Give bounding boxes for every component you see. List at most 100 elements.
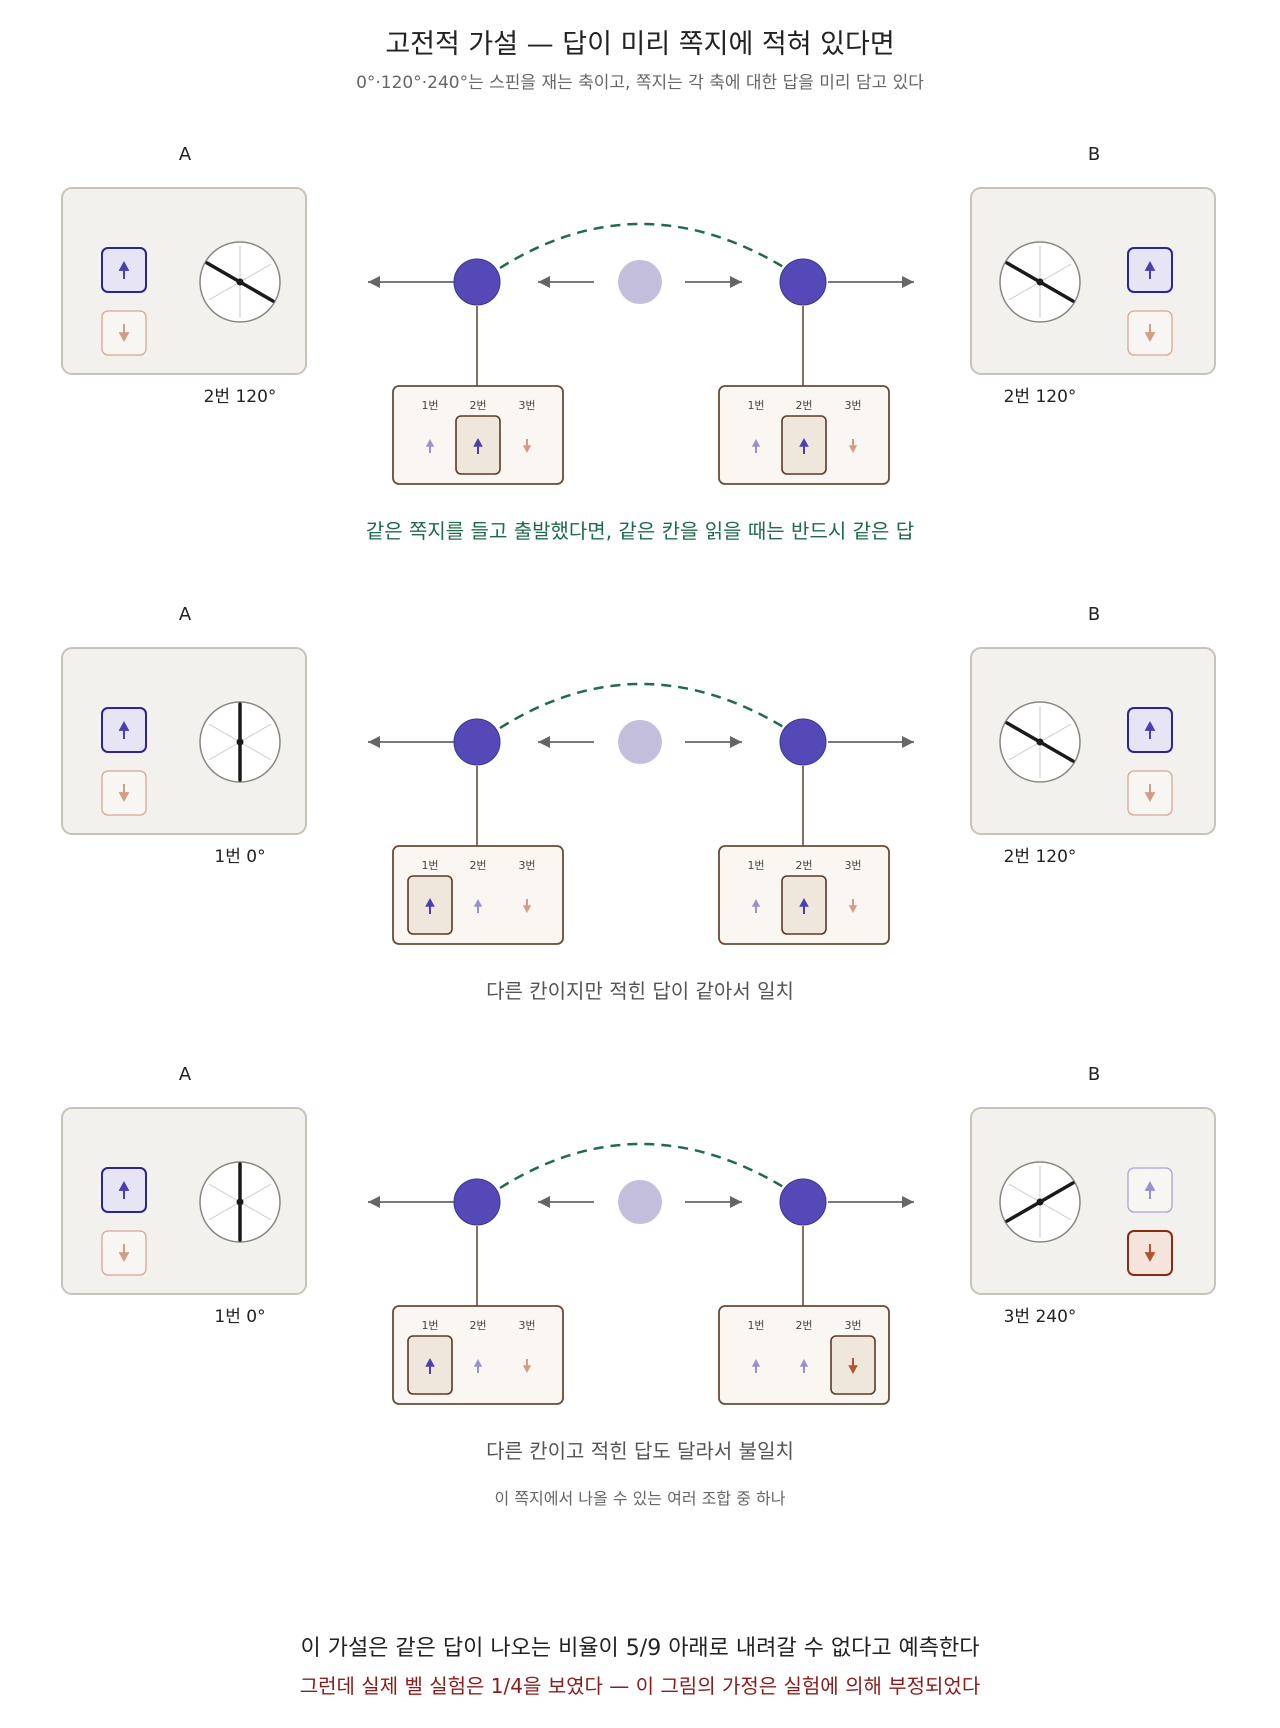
note-b-col-3: 3번: [844, 1319, 861, 1332]
station-a-setting: 1번 0°: [214, 1307, 265, 1327]
station-b-result-down-arrow: [1144, 784, 1156, 802]
station-a-label: A: [179, 604, 192, 625]
note-b-col-1: 1번: [747, 1319, 764, 1332]
note-a-answer-3: [522, 1359, 532, 1373]
note-b-answer-1: [751, 899, 761, 913]
note-b-col-3: 3번: [844, 859, 861, 872]
station-b-result-up-arrow-head: [1144, 721, 1156, 731]
station-a-result-down-arrow: [118, 324, 130, 342]
panel2-caption: 다른 칸이지만 적힌 답이 같아서 일치: [486, 979, 794, 1003]
note-b-answer-1-head: [751, 899, 761, 907]
note-a-answer-2-head: [473, 899, 483, 907]
source-particle: [618, 720, 662, 764]
note-a-answer-3-head: [522, 445, 532, 453]
station-a-dial-pivot: [236, 278, 244, 286]
note-b-answer-3: [848, 1358, 858, 1374]
station-b-result-down-arrow-head: [1144, 792, 1156, 802]
note-a-answer-2: [473, 1359, 483, 1373]
emit-arrow-outer-left-head: [368, 1196, 380, 1208]
emit-arrow-outer-right-head: [902, 736, 914, 748]
note-b-answer-1: [751, 439, 761, 453]
page-subtitle: 0°·120°·240°는 스핀을 재는 축이고, 쪽지는 각 축에 대한 답을…: [356, 73, 924, 93]
note-a-answer-3-head: [522, 905, 532, 913]
note-a-col-3: 3번: [518, 399, 535, 412]
note-b-answer-1: [751, 1359, 761, 1373]
note-b-answer-3-head: [848, 1365, 858, 1374]
emit-arrow-outer-left-head: [368, 276, 380, 288]
note-b-answer-3: [848, 899, 858, 913]
station-a-result-up-arrow: [118, 1181, 130, 1199]
station-a-result-down-arrow-head: [118, 1252, 130, 1262]
note-a-answer-1: [425, 898, 435, 914]
panel1-caption: 같은 쪽지를 들고 출발했다면, 같은 칸을 읽을 때는 반드시 같은 답: [366, 519, 914, 543]
note-a-answer-1: [425, 1358, 435, 1374]
station-a-dial-pivot: [236, 738, 244, 746]
note-a-answer-3: [522, 899, 532, 913]
station-b-setting: 2번 120°: [1004, 387, 1077, 407]
panel3-caption-note: 이 쪽지에서 나올 수 있는 여러 조합 중 하나: [495, 1489, 786, 1508]
emit-arrow-inner-right-head: [730, 736, 742, 748]
note-a-answer-2-head: [473, 438, 483, 447]
emit-arrow-inner-left-head: [538, 736, 550, 748]
note-b-answer-1-head: [751, 439, 761, 447]
note-a-answer-1: [425, 439, 435, 453]
particle-a: [453, 718, 501, 766]
note-b-answer-2-head: [799, 1359, 809, 1367]
station-b-label: B: [1088, 144, 1100, 165]
particle-a: [453, 1178, 501, 1226]
note-b-col-1: 1번: [747, 399, 764, 412]
station-b-dial-pivot: [1036, 1198, 1044, 1206]
station-b-result-down-arrow-head: [1144, 332, 1156, 342]
note-b-answer-1-head: [751, 1359, 761, 1367]
station-a-result-down-arrow-head: [118, 792, 130, 802]
particle-a: [453, 258, 501, 306]
station-b-result-up-arrow: [1144, 1181, 1156, 1199]
source-particle: [618, 260, 662, 304]
station-b-dial-pivot: [1036, 278, 1044, 286]
note-a-col-2: 2번: [469, 1319, 486, 1332]
note-b-answer-3-head: [848, 905, 858, 913]
station-b-result-up-arrow: [1144, 261, 1156, 279]
station-a-label: A: [179, 144, 192, 165]
station-a-result-down-arrow: [118, 1244, 130, 1262]
note-a-answer-3: [522, 439, 532, 453]
station-a-setting: 2번 120°: [204, 387, 277, 407]
station-a-result-up-arrow: [118, 721, 130, 739]
note-a-answer-2-head: [473, 1359, 483, 1367]
note-b-answer-2-head: [799, 438, 809, 447]
station-b-result-down-arrow: [1144, 1244, 1156, 1262]
note-a-answer-1-head: [425, 439, 435, 447]
note-a-col-1: 1번: [421, 399, 438, 412]
emit-arrow-inner-right-head: [730, 1196, 742, 1208]
note-b-answer-2: [799, 438, 809, 454]
note-a-col-2: 2번: [469, 399, 486, 412]
page-title: 고전적 가설 — 답이 미리 쪽지에 적혀 있다면: [385, 29, 895, 60]
note-a-col-1: 1번: [421, 859, 438, 872]
particle-b: [779, 1178, 827, 1226]
station-a-result-up-arrow: [118, 261, 130, 279]
emit-arrow-inner-right-head: [730, 276, 742, 288]
station-b-label: B: [1088, 604, 1100, 625]
note-a-col-1: 1번: [421, 1319, 438, 1332]
station-a-result-down-arrow: [118, 784, 130, 802]
note-a-col-3: 3번: [518, 859, 535, 872]
note-b-answer-3-head: [848, 445, 858, 453]
correlation-arc: [499, 222, 786, 270]
station-a-result-down-arrow-head: [118, 332, 130, 342]
note-b-answer-3: [848, 439, 858, 453]
station-b-setting: 2번 120°: [1004, 847, 1077, 867]
note-b-answer-2: [799, 898, 809, 914]
note-a-col-2: 2번: [469, 859, 486, 872]
conclusion-prediction: 이 가설은 같은 답이 나오는 비율이 5/9 아래로 내려갈 수 없다고 예측…: [300, 1636, 980, 1661]
station-b-result-up-arrow-head: [1144, 1181, 1156, 1191]
emit-arrow-inner-left-head: [538, 276, 550, 288]
emit-arrow-outer-left-head: [368, 736, 380, 748]
note-b-col-2: 2번: [795, 1319, 812, 1332]
note-b-col-1: 1번: [747, 859, 764, 872]
